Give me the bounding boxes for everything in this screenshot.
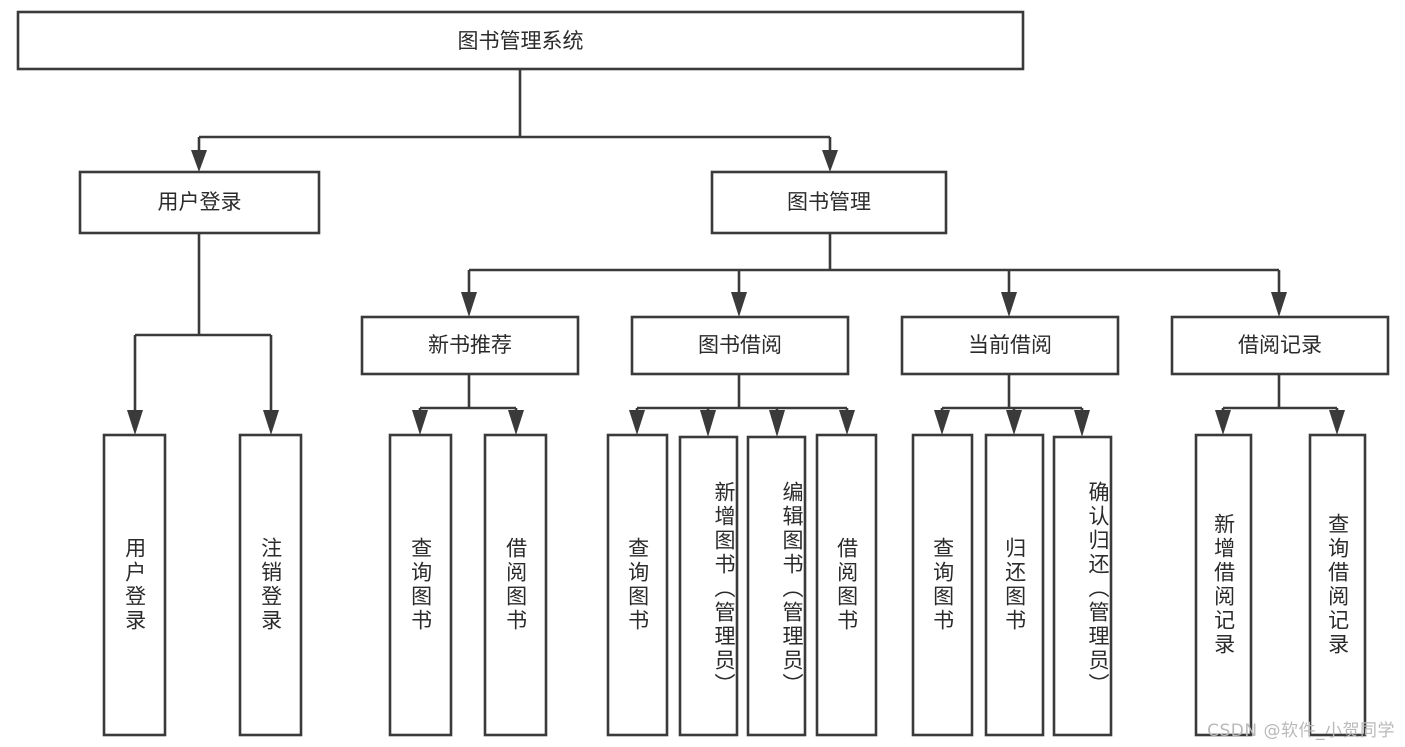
node-label-root: 图书管理系统 — [458, 29, 584, 53]
node-box-leaf-edit-book-admin[interactable] — [746, 435, 807, 737]
node-box-leaf-return-book[interactable] — [984, 433, 1045, 737]
node-box-borrow-record[interactable] — [1170, 315, 1390, 376]
node-box-leaf-query-book-borrow[interactable] — [606, 433, 669, 737]
arrow-head-new-book-recommend — [461, 292, 477, 317]
arrow-head-book-borrow — [731, 292, 747, 317]
connector-layer — [127, 69, 1345, 437]
arrow-head-leaf-confirm-return-admin — [1074, 410, 1090, 437]
arrow-head-leaf-query-book-current — [934, 410, 950, 435]
node-box-leaf-query-book-current[interactable] — [911, 433, 974, 737]
arrow-head-leaf-borrow-book-recommend — [508, 410, 524, 435]
arrow-head-borrow-record — [1271, 292, 1287, 317]
csdn-watermark: CSDN @软件_小贺同学 — [1207, 721, 1395, 741]
node-box-leaf-add-borrow-record[interactable] — [1194, 433, 1253, 737]
node-box-current-borrow[interactable] — [900, 315, 1120, 376]
arrow-head-leaf-borrow-book-borrow — [839, 410, 855, 435]
node-box-leaf-borrow-book-borrow[interactable] — [815, 433, 878, 737]
arrow-head-leaf-query-book-recommend — [412, 410, 428, 435]
node-label-user-login: 用户登录 — [158, 190, 242, 214]
arrow-head-leaf-add-book-admin — [700, 410, 716, 437]
node-box-leaf-confirm-return-admin[interactable] — [1052, 435, 1113, 737]
node-box-book-management[interactable] — [710, 170, 948, 235]
arrow-head-leaf-user-login — [127, 410, 143, 435]
node-label-book-management: 图书管理 — [787, 190, 871, 214]
node-label-current-borrow: 当前借阅 — [968, 333, 1052, 357]
node-label-new-book-recommend: 新书推荐 — [428, 333, 512, 357]
node-box-new-book-recommend[interactable] — [360, 315, 580, 376]
node-layer: 图书管理系统 用户登录 图书管理 新书推荐 图书借阅 当前借阅 借阅记录 — [16, 10, 1390, 737]
arrow-head-leaf-user-logout — [263, 410, 279, 435]
arrow-head-leaf-query-borrow-record — [1329, 410, 1345, 435]
node-box-leaf-borrow-book-recommend[interactable] — [483, 433, 548, 737]
node-label-book-borrow: 图书借阅 — [698, 333, 782, 357]
node-box-leaf-query-book-recommend[interactable] — [388, 433, 453, 737]
arrow-head-book-management — [822, 150, 838, 172]
node-box-leaf-user-login[interactable] — [102, 433, 167, 737]
node-box-leaf-query-borrow-record[interactable] — [1308, 433, 1367, 737]
arrow-head-leaf-query-book-borrow — [629, 410, 645, 435]
node-box-user-login[interactable] — [78, 170, 321, 235]
arrow-head-leaf-edit-book-admin — [769, 410, 785, 437]
arrow-head-leaf-add-borrow-record — [1215, 410, 1231, 435]
node-label-borrow-record: 借阅记录 — [1238, 333, 1322, 357]
node-box-leaf-add-book-admin[interactable] — [678, 435, 739, 737]
node-box-book-borrow[interactable] — [630, 315, 850, 376]
arrow-head-current-borrow — [1001, 292, 1017, 317]
arrow-head-user-login — [191, 150, 207, 172]
node-box-root[interactable] — [16, 10, 1025, 71]
node-box-leaf-user-logout[interactable] — [238, 433, 303, 737]
arrow-head-leaf-return-book — [1006, 410, 1022, 435]
